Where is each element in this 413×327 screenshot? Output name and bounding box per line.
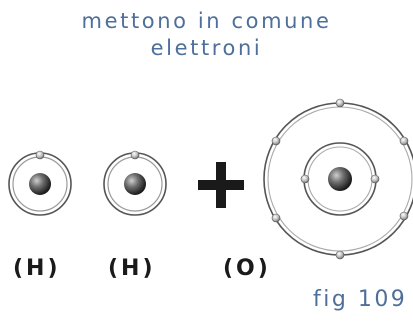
oxygen-nucleus bbox=[328, 167, 352, 191]
oxygen-outer-electron-upper-right bbox=[399, 136, 409, 146]
atom-label-o: (O) bbox=[223, 256, 271, 281]
hydrogen-atom-1 bbox=[8, 150, 72, 216]
heading: mettono in comune elettroni bbox=[0, 8, 413, 62]
hydrogen-2-nucleus bbox=[124, 173, 146, 195]
hydrogen-1-nucleus bbox=[29, 173, 51, 195]
oxygen-outer-electron-lower-right bbox=[399, 211, 409, 221]
atom-label-h-2: (H) bbox=[108, 256, 156, 281]
figure-caption: fig 109 bbox=[313, 287, 408, 312]
oxygen-outer-electron-top bbox=[335, 98, 345, 108]
oxygen-outer-electron-lower-left bbox=[271, 213, 281, 223]
plus-sign bbox=[198, 162, 244, 208]
hydrogen-2-electron bbox=[130, 150, 140, 160]
hydrogen-1-electron bbox=[35, 150, 45, 160]
oxygen-atom bbox=[263, 98, 413, 260]
hydrogen-atom-2 bbox=[103, 150, 167, 216]
heading-line-1: mettono in comune bbox=[81, 9, 332, 33]
atom-label-h-1: (H) bbox=[13, 256, 61, 281]
oxygen-outer-electron-upper-left bbox=[271, 136, 281, 146]
oxygen-outer-electron-bottom bbox=[335, 250, 345, 260]
oxygen-inner-electron-right bbox=[370, 174, 380, 184]
oxygen-inner-electron-left bbox=[300, 174, 310, 184]
heading-line-2: elettroni bbox=[150, 36, 263, 60]
